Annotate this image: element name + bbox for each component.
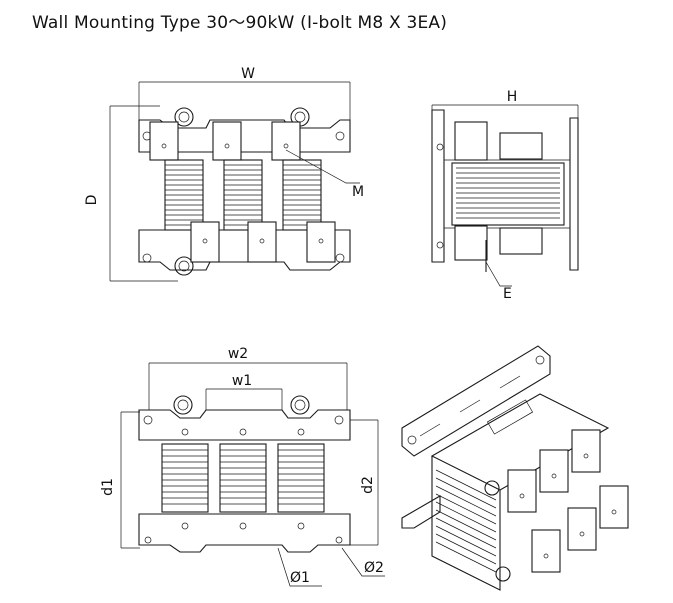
diagram-title: Wall Mounting Type 30～90kW (I-bolt M8 X …: [32, 13, 448, 33]
label-phi1: Ø1: [290, 570, 310, 586]
label-M: M: [352, 184, 364, 200]
isometric-view: [401, 345, 629, 591]
mounting-view: w2 w1 d1 d2: [100, 346, 385, 587]
dim-label-H: H: [507, 89, 518, 105]
side-view: H E: [431, 89, 579, 302]
dim-label-d1: d1: [100, 478, 116, 496]
dim-label-D: D: [84, 195, 100, 206]
dim-label-W: W: [241, 66, 255, 82]
dim-label-w1: w1: [232, 373, 252, 389]
dim-label-d2: d2: [360, 476, 376, 494]
label-E: E: [503, 286, 512, 302]
dim-label-w2: w2: [228, 346, 248, 362]
coil-1: [164, 159, 204, 231]
front-view: W D: [84, 66, 364, 282]
label-phi2: Ø2: [364, 560, 384, 576]
coil-3: [282, 159, 322, 231]
coil-2: [223, 159, 263, 231]
